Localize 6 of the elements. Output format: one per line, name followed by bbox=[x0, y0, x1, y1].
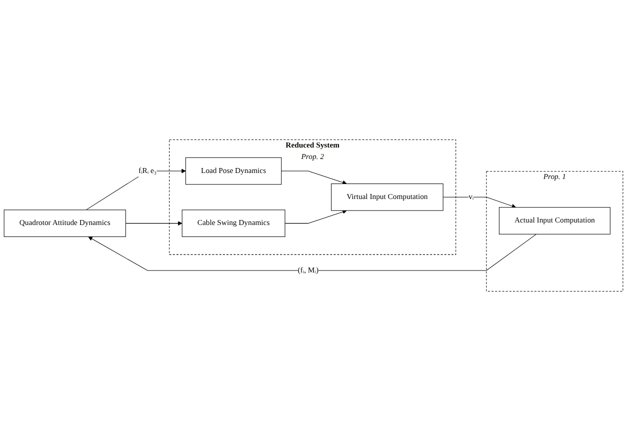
arrow bbox=[125, 221, 182, 226]
arrow bbox=[86, 168, 186, 210]
arrow bbox=[284, 210, 347, 224]
arrow bbox=[88, 234, 537, 271]
arrow bbox=[281, 170, 347, 185]
arrow bbox=[442, 196, 516, 208]
